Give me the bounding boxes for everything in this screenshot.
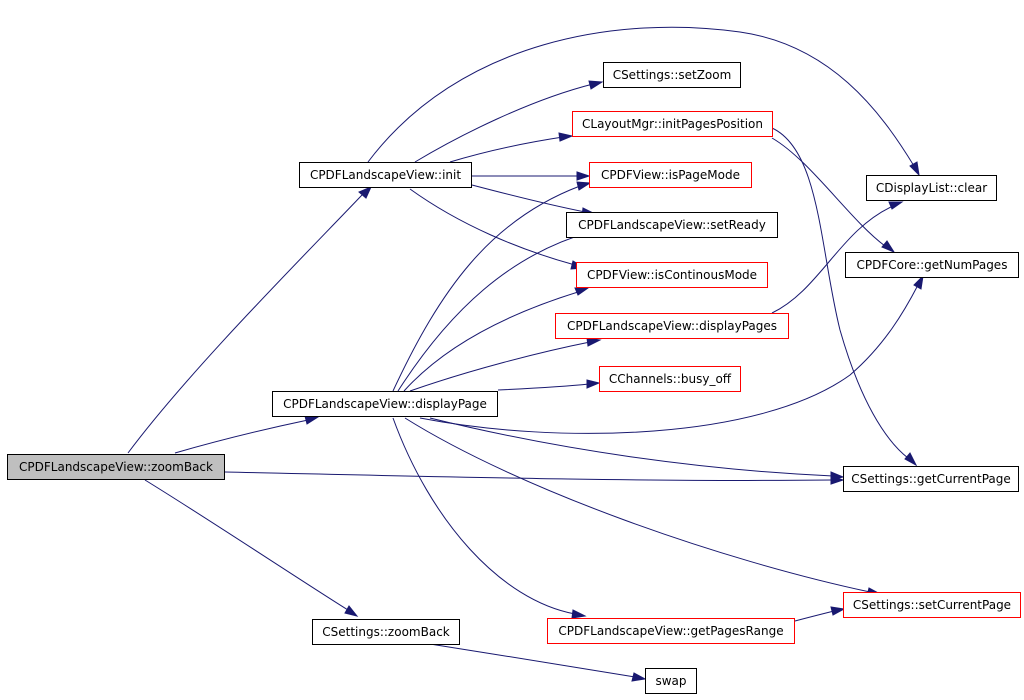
edge-settingszoomback-swap (429, 643, 636, 678)
edge-displaypage-busyoff-arrow (586, 379, 601, 389)
edge-displaypages-clear (771, 205, 894, 314)
edge-initpagesposition-getcurrentpage-arrow (904, 452, 918, 467)
edge-init-clear-arrow (909, 161, 920, 177)
node-iscontinousmode[interactable]: CPDFView::isContinousMode (576, 262, 768, 288)
edge-init-setready (471, 184, 586, 213)
node-clear[interactable]: CDisplayList::clear (866, 175, 997, 201)
edge-zoomback-getcurrentpage (224, 471, 833, 481)
edge-displaypage-ispagemode (392, 185, 581, 392)
node-setzoom[interactable]: CSettings::setZoom (603, 62, 741, 88)
node-busy-off[interactable]: CChannels::busy_off (599, 366, 741, 392)
edge-displaypage-getpagesrange (392, 417, 576, 615)
edge-displaypage-displaypages-arrow (586, 337, 602, 347)
node-displaypage[interactable]: CPDFLandscapeView::displayPage (272, 391, 498, 417)
edge-displaypage-ispagemode-arrow (576, 181, 592, 191)
node-init[interactable]: CPDFLandscapeView::init (299, 162, 472, 188)
edge-zoomback-init (127, 194, 363, 454)
edge-displaypage-displaypages (409, 341, 591, 392)
node-swap[interactable]: swap (645, 668, 697, 694)
edge-init-setzoom-arrow (588, 80, 604, 90)
node-getcurrentpage[interactable]: CSettings::getCurrentPage (843, 466, 1019, 492)
edge-zoomback-displaypage-arrow (304, 415, 320, 425)
node-displaypages[interactable]: CPDFLandscapeView::displayPages (555, 313, 789, 339)
call-edges (127, 26, 924, 682)
edge-init-initpagesposition (449, 136, 564, 163)
edge-displaypage-getcurrentpage (429, 417, 834, 477)
edge-getpagesrange-setcurrentpage-arrow (830, 606, 846, 616)
edge-displaypages-clear-arrow (888, 201, 904, 210)
edge-init-setzoom (414, 83, 594, 163)
edge-zoomback-init-arrow (358, 186, 372, 199)
edge-displaypage-busyoff (497, 383, 590, 391)
edge-getpagesrange-setcurrentpage (794, 610, 835, 622)
edge-initpagesposition-getcurrentpage (771, 127, 909, 459)
edge-init-initpagesposition-arrow (558, 132, 574, 142)
node-ispagemode[interactable]: CPDFView::isPageMode (589, 162, 752, 188)
edge-displaypage-iscontinousmode (403, 291, 579, 392)
edge-displaypage-setcurrentpage (404, 417, 871, 593)
edge-initpagesposition-getnumpages (771, 137, 886, 247)
edge-displaypage-getnumpages-arrow (913, 274, 924, 290)
edge-displaypage-getnumpages (419, 284, 919, 434)
edge-init-clear (367, 26, 915, 167)
node-initpagesposition[interactable]: CLayoutMgr::initPagesPosition (572, 111, 773, 137)
edge-displaypage-getpagesrange-arrow (571, 609, 587, 619)
edge-init-iscontinousmode (409, 188, 576, 266)
node-getpagesrange[interactable]: CPDFLandscapeView::getPagesRange (547, 618, 795, 644)
node-getnumpages[interactable]: CPDFCore::getNumPages (845, 252, 1019, 278)
edge-zoomback-settingszoomback-arrow (344, 605, 359, 617)
node-zoomback-root[interactable]: CPDFLandscapeView::zoomBack (7, 454, 225, 480)
node-setready[interactable]: CPDFLandscapeView::setReady (566, 212, 778, 238)
edge-displaypage-iscontinousmode-arrow (574, 287, 590, 296)
node-setcurrentpage[interactable]: CSettings::setCurrentPage (843, 592, 1021, 618)
edge-zoomback-settingszoomback (144, 479, 349, 611)
edge-displaypage-setready (397, 231, 591, 392)
edge-displaypage-getcurrentpage-arrow (830, 471, 845, 481)
edge-settingszoomback-swap-arrow (631, 672, 647, 682)
edge-zoomback-displaypage (174, 419, 309, 454)
node-settings-zoomback[interactable]: CSettings::zoomBack (312, 619, 460, 645)
edge-initpagesposition-getnumpages-arrow (881, 240, 896, 254)
edge-init-ispagemode-arrow (576, 171, 591, 181)
